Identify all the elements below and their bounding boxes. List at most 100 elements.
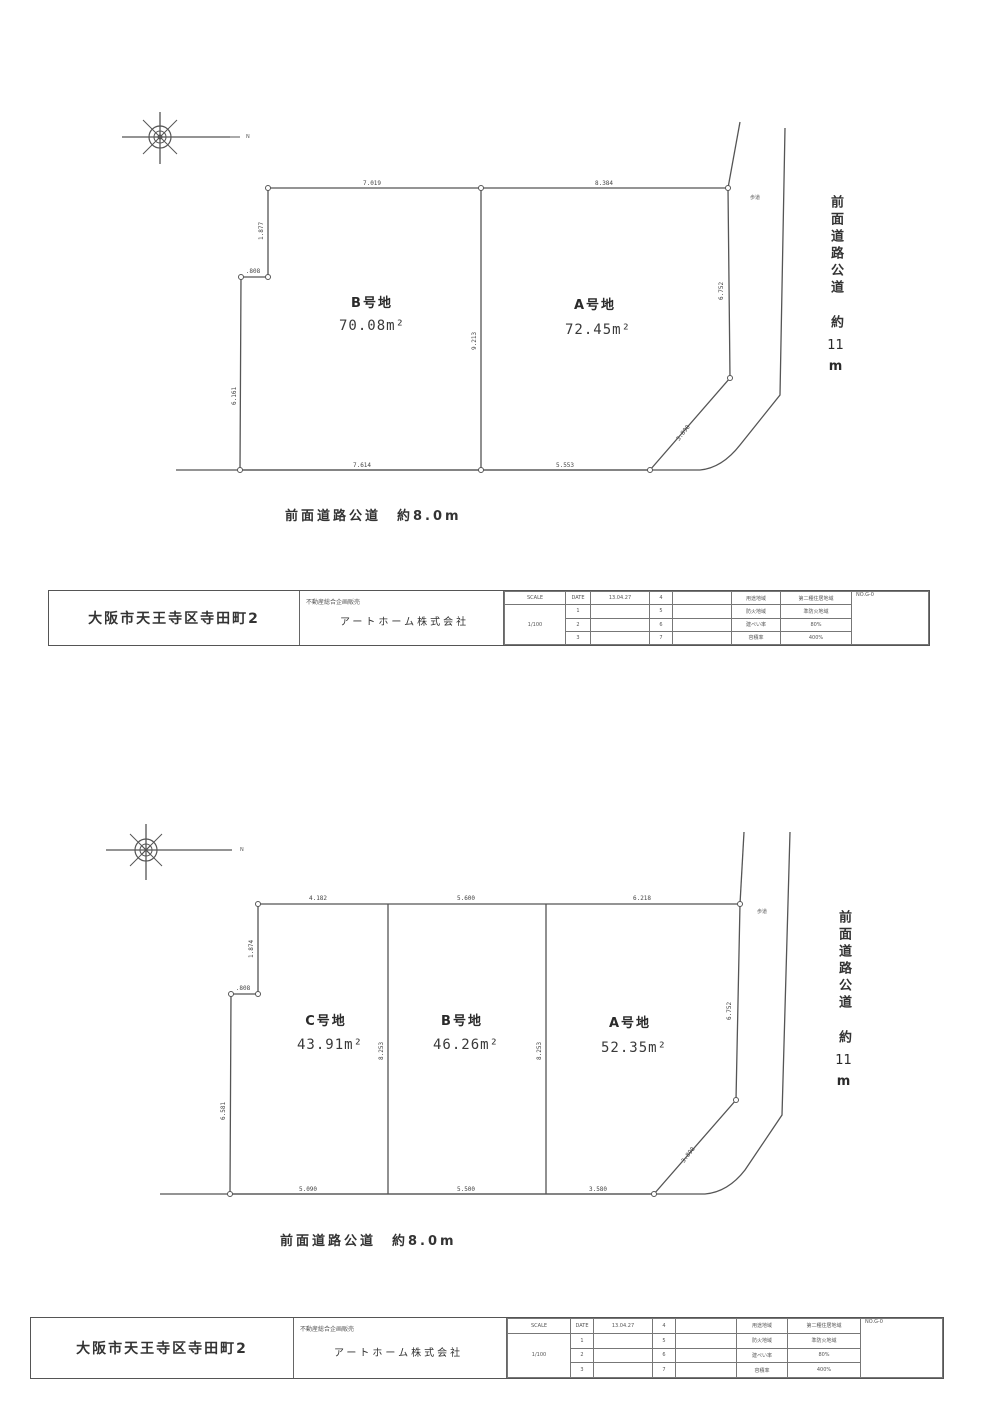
rev-2: 2 xyxy=(570,1347,594,1364)
dimension-left-lower: 6.581 xyxy=(220,1101,227,1120)
rev-6: 6 xyxy=(649,617,673,632)
side-road-width: 11 xyxy=(827,338,844,353)
front-road-label: 前面道路公道 約8.0m xyxy=(285,509,462,524)
zoning-label-coverage: 建ぺい率 xyxy=(736,1347,788,1364)
rev-5: 5 xyxy=(652,1332,676,1349)
rev-7-note xyxy=(672,630,732,646)
rev-4: 4 xyxy=(649,590,673,606)
side-road-name: 前面道路公道 xyxy=(836,910,851,1012)
rev-4: 4 xyxy=(652,1318,676,1334)
dimension-right: 6.752 xyxy=(726,1001,733,1020)
zoning-label-use: 用途地域 xyxy=(731,590,781,606)
front-road-label: 前面道路公道 約8.0m xyxy=(280,1234,457,1249)
dimension-left-upper: 1.877 xyxy=(258,221,265,240)
company-cell: 不動産総合企画販売 アートホーム株式会社 xyxy=(300,591,504,645)
lot-b-name: B号地 xyxy=(351,296,393,311)
lot-a-area: 52.35m² xyxy=(600,1040,668,1056)
zoning-label-fire: 防火地域 xyxy=(736,1332,788,1349)
site-plan-sheet-1: N 7.019 8.384 1.877 .808 6.161 9.213 6.7… xyxy=(0,0,1000,700)
rev-2-note xyxy=(590,617,650,632)
dimension-divider-cb: 8.253 xyxy=(378,1041,385,1060)
dimension-bottom-c: 5.090 xyxy=(298,1186,318,1193)
rev-5-note xyxy=(675,1332,737,1349)
dimension-bottom-a: 3.580 xyxy=(588,1186,608,1193)
dimension-bottom-b: 5.500 xyxy=(456,1186,476,1193)
rev-6-note xyxy=(675,1347,737,1364)
zoning-value-far: 400% xyxy=(787,1362,861,1378)
dimension-left-step: .808 xyxy=(235,985,251,992)
zoning-label-far: 容積率 xyxy=(731,630,781,646)
side-road-width: 11 xyxy=(835,1053,852,1068)
company-subtitle: 不動産総合企画販売 xyxy=(306,599,361,606)
sidewalk-label: 歩道 xyxy=(757,909,768,915)
side-road-unit: m xyxy=(836,1074,851,1089)
site-plan-drawing-2 xyxy=(106,824,791,1197)
lot-b-name: B号地 xyxy=(441,1014,483,1029)
dimension-top-b: 5.600 xyxy=(456,895,476,902)
rev-3-note xyxy=(593,1362,653,1378)
company-subtitle: 不動産総合企画販売 xyxy=(300,1326,355,1333)
address: 大阪市天王寺区寺田町2 xyxy=(49,591,300,645)
zoning-label-fire: 防火地域 xyxy=(731,604,781,619)
rev-1-note xyxy=(590,604,650,619)
address: 大阪市天王寺区寺田町2 xyxy=(31,1318,294,1378)
dimension-top-a: 6.218 xyxy=(632,895,652,902)
dimension-right: 6.752 xyxy=(718,281,725,300)
side-road-label: 前面道路公道 約 11 m xyxy=(834,910,853,1089)
date-value: 13.04.27 xyxy=(593,1318,653,1334)
dimension-bottom-a: 5.553 xyxy=(555,462,575,469)
drawing-number: NO.G-0 xyxy=(851,591,929,645)
lot-a-name: A号地 xyxy=(608,1016,652,1031)
rev-1-note xyxy=(593,1332,653,1349)
side-road-approx: 約 xyxy=(828,315,843,332)
side-road-name: 前面道路公道 xyxy=(828,195,843,297)
zoning-value-use: 第二種住居地域 xyxy=(787,1318,861,1334)
site-plan-sheet-2: N 4.182 5.600 6.218 1.874 .808 6.581 8.2… xyxy=(0,700,1000,1427)
side-road-unit: m xyxy=(828,359,843,374)
compass-rose-icon xyxy=(122,112,240,164)
side-road-approx: 約 xyxy=(836,1030,851,1047)
dimension-top-a: 8.384 xyxy=(594,180,614,187)
lot-a-name: A号地 xyxy=(573,298,617,313)
rev-5-note xyxy=(672,604,732,619)
date-label: DATE xyxy=(565,590,591,606)
zoning-value-use: 第二種住居地域 xyxy=(780,590,852,606)
company-cell: 不動産総合企画販売 アートホーム株式会社 xyxy=(294,1318,507,1378)
drawing-info-table: SCALE DATE 13.04.27 4 用途地域 第二種住居地域 NO.G-… xyxy=(507,1318,943,1379)
lot-b-area: 70.08m² xyxy=(338,318,406,334)
drawing-number: NO.G-0 xyxy=(860,1318,943,1378)
rev-7: 7 xyxy=(649,630,673,646)
zoning-label-far: 容積率 xyxy=(736,1362,788,1378)
dimension-left-step: .808 xyxy=(245,268,261,275)
rev-5: 5 xyxy=(649,604,673,619)
scale-label: SCALE xyxy=(507,1318,571,1334)
rev-1: 1 xyxy=(565,604,591,619)
rev-2: 2 xyxy=(565,617,591,632)
rev-7: 7 xyxy=(652,1362,676,1378)
rev-4-note xyxy=(672,590,732,606)
lot-a-area: 72.45m² xyxy=(564,322,632,338)
zoning-value-fire: 準防火地域 xyxy=(787,1332,861,1349)
dimension-left-upper: 1.874 xyxy=(248,939,255,958)
rev-3-note xyxy=(590,630,650,646)
dimension-left-lower: 6.161 xyxy=(231,386,238,405)
north-label: N xyxy=(246,134,250,140)
scale-value: 1/100 xyxy=(504,604,566,645)
sidewalk-label: 歩道 xyxy=(750,195,761,201)
side-road-label: 前面道路公道 約 11 m xyxy=(826,195,845,374)
rev-4-note xyxy=(675,1318,737,1334)
rev-6: 6 xyxy=(652,1347,676,1364)
rev-2-note xyxy=(593,1347,653,1364)
rev-3: 3 xyxy=(565,630,591,646)
lot-c-area: 43.91m² xyxy=(296,1037,364,1053)
dimension-bottom-b: 7.614 xyxy=(352,462,372,469)
rev-1: 1 xyxy=(570,1332,594,1349)
scale-value: 1/100 xyxy=(507,1332,571,1379)
company-name: アートホーム株式会社 xyxy=(334,1348,464,1359)
company-name: アートホーム株式会社 xyxy=(340,617,470,628)
zoning-value-coverage: 80% xyxy=(780,617,852,632)
lot-c-name: C号地 xyxy=(305,1014,347,1029)
drawing-info-table: SCALE DATE 13.04.27 4 用途地域 第二種住居地域 NO.G-… xyxy=(504,590,929,646)
zoning-label-use: 用途地域 xyxy=(736,1318,788,1334)
dimension-divider: 9.213 xyxy=(471,331,478,350)
